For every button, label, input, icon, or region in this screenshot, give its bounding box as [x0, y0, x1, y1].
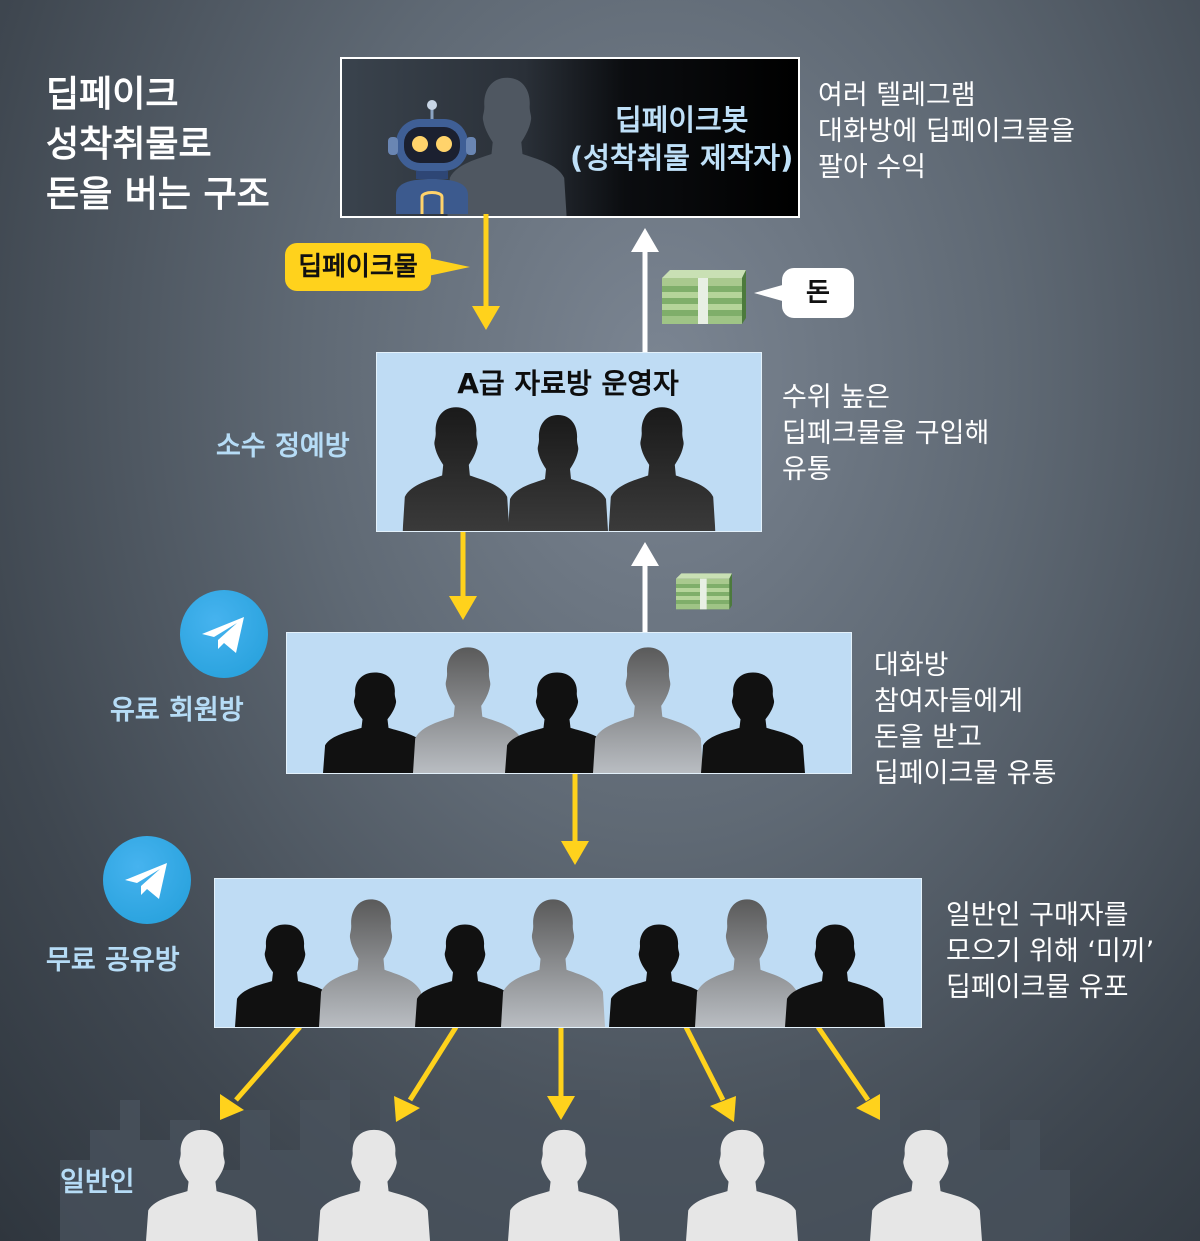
public-person-silhouette: [146, 1126, 258, 1241]
silhouette-person: [785, 921, 885, 1027]
tier1-box: [376, 352, 762, 532]
top-note: 여러 텔레그램 대화방에 딥페이크물을 팔아 수익: [818, 78, 1075, 186]
tier3-note: 일반인 구매자를 모으기 위해 ‘미끼’ 딥페이크물 유포: [946, 898, 1154, 1006]
silhouette-person: [397, 403, 515, 531]
tier3-label: 무료 공유방: [46, 945, 180, 976]
tier1-title: A급 자료방 운영자: [457, 367, 679, 400]
bot-name: 딥페이크봇: [614, 103, 749, 137]
title-line-3: 돈을 버는 구조: [46, 174, 270, 215]
tier2-box: [286, 632, 852, 774]
tier2-note-line-1: 대화방: [874, 650, 949, 681]
tier1-note: 수위 높은 딥페크물을 구입해 유통: [782, 380, 989, 488]
bubble-pointer: [754, 284, 786, 302]
title-line-1: 딥페이크: [46, 74, 179, 115]
top-note-line-2: 대화방에 딥페이크물을: [818, 116, 1075, 147]
telegram-icon: [103, 836, 191, 924]
infographic-title: 딥페이크 성착취물로 돈을 버는 구조: [46, 70, 270, 220]
tier1-note-line-1: 수위 높은: [782, 382, 890, 413]
arrow-tier3-to-public-4: [683, 1025, 726, 1102]
public-person-silhouette: [870, 1126, 982, 1241]
tier2-note-line-4: 딥페이크물 유통: [874, 758, 1057, 789]
tier2-note-line-3: 돈을 받고: [874, 722, 982, 753]
tier2-label: 유료 회원방: [110, 695, 244, 726]
title-line-2: 성착취물로: [46, 124, 212, 165]
pill-pointer: [428, 258, 470, 276]
silhouette-person: [323, 669, 427, 773]
tier1-note-line-2: 딥페크물을 구입해: [782, 418, 990, 449]
money-speech-bubble: 돈: [782, 268, 854, 318]
tier3-note-line-1: 일반인 구매자를: [946, 900, 1129, 931]
silhouette-person: [415, 921, 515, 1027]
silhouette-person: [701, 669, 805, 773]
silhouette-person: [501, 895, 605, 1027]
telegram-icon: [180, 590, 268, 678]
bot-title: 딥페이크봇 (성착취물 제작자): [570, 101, 793, 177]
arrow-tier3-to-public-1: [234, 1025, 302, 1102]
tier1-note-line-3: 유통: [782, 454, 832, 485]
silhouette-person: [499, 411, 617, 531]
top-note-line-3: 팔아 수익: [818, 152, 926, 183]
bot-subtitle: (성착취물 제작자): [570, 141, 794, 175]
public-person-silhouette: [318, 1126, 430, 1241]
deepfake-label-pill: 딥페이크물: [285, 243, 431, 291]
money-bills-icon: [662, 572, 746, 612]
silhouette-person: [319, 895, 423, 1027]
tier3-box: [214, 878, 922, 1028]
robot-icon: [388, 100, 476, 214]
public-person-silhouette: [508, 1126, 620, 1241]
money-bills-icon: [662, 268, 746, 328]
tier2-note: 대화방 참여자들에게 돈을 받고 딥페이크물 유통: [874, 648, 1056, 792]
public-person-silhouette: [686, 1126, 798, 1241]
tier3-note-line-2: 모으기 위해 ‘미끼’: [946, 936, 1155, 967]
public-label: 일반인: [60, 1167, 135, 1198]
top-note-line-1: 여러 텔레그램: [818, 80, 976, 111]
tier2-note-line-2: 참여자들에게: [874, 686, 1024, 717]
silhouette-person: [593, 643, 703, 773]
silhouette-person: [609, 921, 709, 1027]
arrow-tier3-to-public-5: [815, 1025, 871, 1102]
silhouette-person: [603, 403, 721, 531]
tier1-label: 소수 정예방: [216, 431, 350, 462]
arrow-tier3-to-public-2: [407, 1025, 459, 1102]
silhouette-person: [695, 895, 799, 1027]
deepfake-bot-box: 딥페이크봇 (성착취물 제작자): [340, 57, 800, 218]
tier3-note-line-3: 딥페이크물 유포: [946, 972, 1129, 1003]
